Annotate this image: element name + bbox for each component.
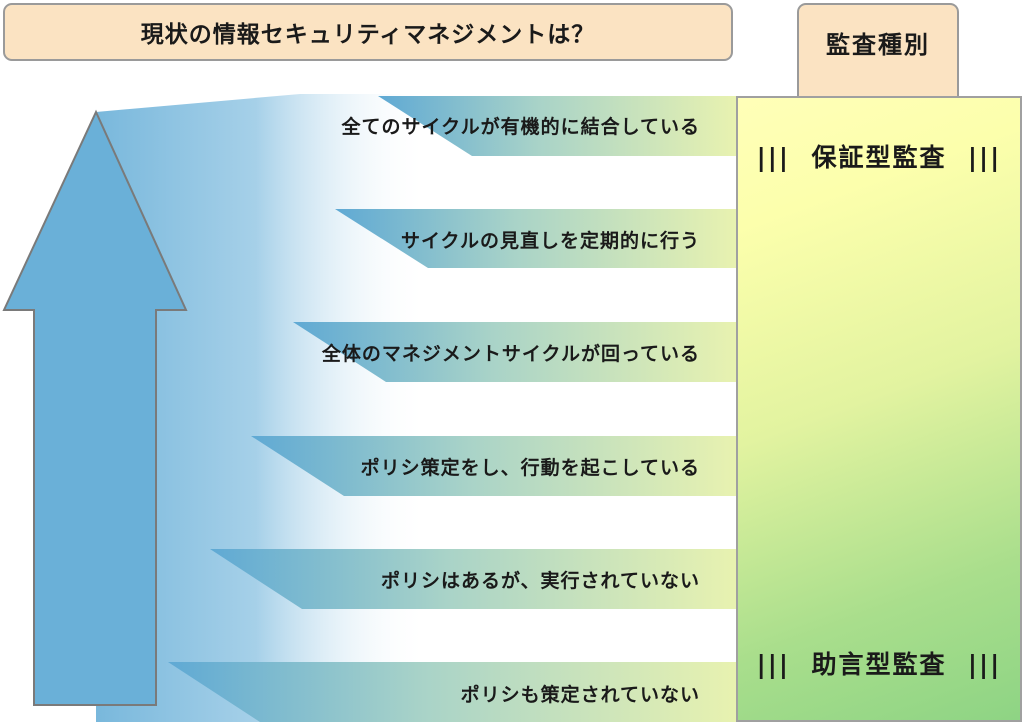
audit-type-assurance: ||| 保証型監査 ||| bbox=[736, 138, 1022, 174]
level-label-3: 全体のマネジメントサイクルが回っている bbox=[321, 343, 700, 365]
page-title: 現状の情報セキュリティマネジメントは？ bbox=[3, 3, 733, 61]
bars-right-bottom: ||| bbox=[967, 650, 1002, 679]
level-label-2: サイクルの見直しを定期的に行う bbox=[400, 230, 700, 252]
level-label-4: ポリシ策定をし、行動を起こしている bbox=[360, 457, 700, 479]
level-band-5 bbox=[210, 549, 736, 609]
audit-type-advisory: ||| 助言型監査 ||| bbox=[736, 645, 1022, 681]
level-band-3 bbox=[293, 322, 736, 382]
audit-type-header: 監査種別 bbox=[797, 3, 959, 96]
level-band-4 bbox=[251, 436, 736, 496]
level-band-1 bbox=[378, 96, 736, 156]
audit-type-assurance-label: 保証型監査 bbox=[811, 143, 947, 172]
level-label-5: ポリシはあるが、実行されていない bbox=[380, 570, 700, 592]
maturity-arrow bbox=[2, 109, 188, 706]
audit-type-panel bbox=[736, 96, 1022, 722]
background-fan bbox=[96, 94, 736, 722]
level-band-6 bbox=[168, 662, 736, 722]
bars-left-top: ||| bbox=[756, 143, 791, 172]
bars-left-bottom: ||| bbox=[756, 650, 791, 679]
level-label-1: 全てのサイクルが有機的に結合している bbox=[341, 116, 700, 138]
audit-type-advisory-label: 助言型監査 bbox=[811, 650, 947, 679]
level-label-6: ポリシも策定されていない bbox=[460, 684, 700, 706]
bars-right-top: ||| bbox=[967, 143, 1002, 172]
level-band-2 bbox=[335, 209, 736, 268]
